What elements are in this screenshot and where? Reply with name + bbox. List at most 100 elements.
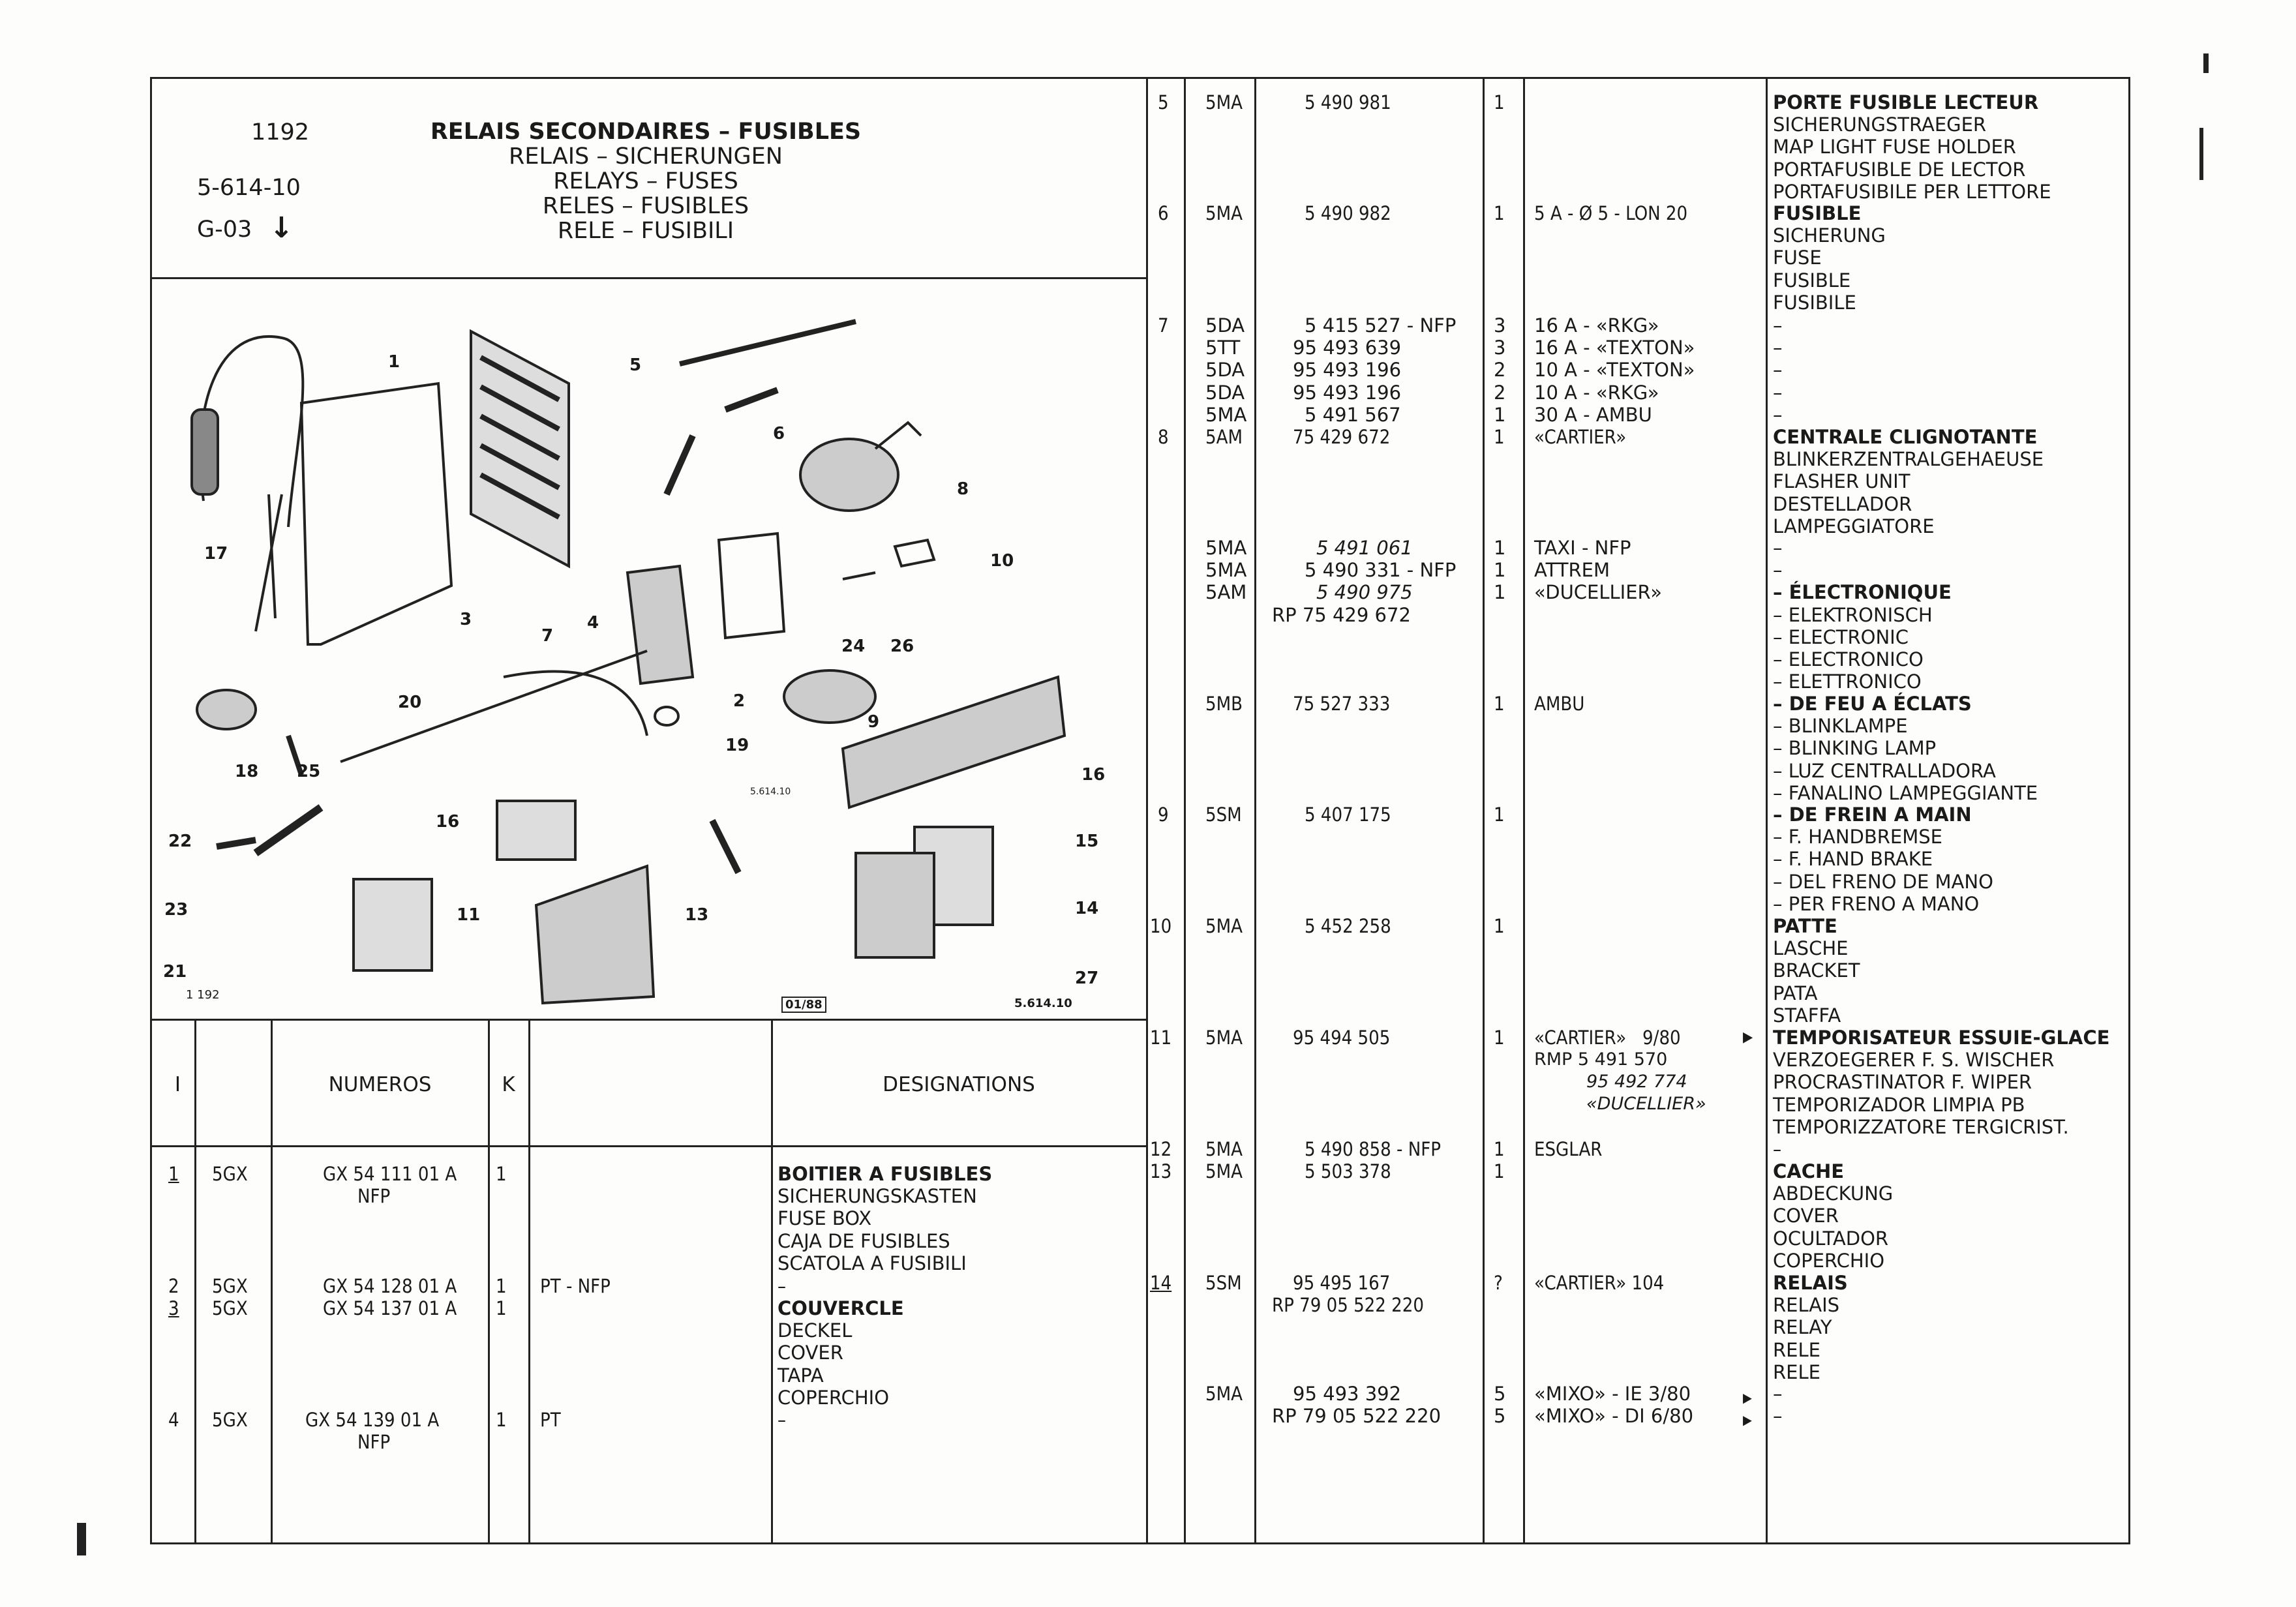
cover-4	[626, 564, 695, 685]
callout-3: 3	[460, 610, 472, 629]
rmp: 95 492 774	[1586, 1072, 1687, 1092]
designation: RELAIS	[1773, 1294, 1840, 1317]
diagram-small-ref: 5.614.10	[750, 787, 791, 797]
r13-qty: 1	[1494, 1160, 1505, 1182]
r12-item: 12	[1150, 1138, 1172, 1160]
designation: – ELECTRONIC	[1773, 625, 1909, 648]
qty: 2	[1494, 381, 1506, 404]
left-row-1-number: GX 54 111 01 A	[323, 1163, 457, 1185]
r11-number: 95 494 505	[1293, 1027, 1391, 1049]
r11-designations: TEMPORISATEUR ESSUIE-GLACE VERZOEGERER F…	[1773, 1027, 2109, 1138]
callout-27: 27	[1075, 969, 1099, 988]
relay-16	[496, 800, 577, 861]
r14-designations: RELAIS RELAIS RELAY RELE RELE	[1773, 1272, 1848, 1383]
r5-number: 5 490 981	[1305, 91, 1391, 113]
left-row-2-qty: 1	[496, 1275, 507, 1297]
designation: TAPA	[778, 1364, 824, 1387]
relec-types: 5MA 5MA 5AM	[1205, 537, 1246, 604]
left-row-4-item: 4	[168, 1409, 179, 1431]
number: 95 493 639	[1293, 337, 1402, 359]
callout-2: 2	[733, 691, 746, 711]
left-row-1-item: 1	[168, 1163, 179, 1185]
callout-8: 8	[957, 479, 969, 499]
callout-23: 23	[164, 900, 189, 920]
number: RP 75 429 672	[1272, 603, 1411, 626]
type: 5DA	[1205, 314, 1245, 337]
designation: – F. HAND BRAKE	[1773, 848, 1933, 871]
r6-qty: 1	[1494, 202, 1505, 224]
designation: COVER	[778, 1342, 843, 1364]
column-header-rule	[150, 1145, 1147, 1147]
rmixo-arrow-icon-2: ▶	[1743, 1412, 1752, 1428]
rambu-note: AMBU	[1534, 693, 1585, 715]
callout-5: 5	[629, 355, 642, 375]
designation: LASCHE	[1773, 937, 1849, 960]
diagram-rule	[150, 1019, 1147, 1021]
left-row-4-note: PT	[540, 1409, 561, 1431]
r10-qty: 1	[1494, 915, 1505, 937]
note: 10 A - «TEXTON»	[1534, 359, 1695, 382]
rambu-qty: 1	[1494, 693, 1505, 715]
callout-26: 26	[890, 637, 914, 656]
designation: ABDECKUNG	[1773, 1182, 1894, 1205]
title-es: RELES – FUSIBLES	[542, 193, 749, 219]
left-row-4-designation: –	[778, 1409, 787, 1431]
designation: FUSIBILE	[1773, 291, 1856, 314]
designation: CAJA DE FUSIBLES	[778, 1229, 950, 1252]
left-row-2-note: PT - NFP	[540, 1275, 611, 1297]
note: 16 A - «RKG»	[1534, 314, 1659, 337]
scan-mark-top-right	[2203, 53, 2209, 73]
designation: RELE	[1773, 1360, 1820, 1383]
designation: PATA	[1773, 982, 1818, 1004]
callout-14: 14	[1075, 899, 1099, 918]
designation: – ELETTRONICO	[1773, 670, 1922, 693]
note: «MIXO» - IE 3/80	[1534, 1383, 1691, 1405]
r9-type: 5SM	[1205, 804, 1242, 826]
rod-20	[340, 650, 648, 763]
designation: FUSE BOX	[778, 1207, 872, 1230]
r13-item: 13	[1150, 1160, 1172, 1182]
title-de: RELAIS – SICHERUNGEN	[509, 143, 783, 170]
type: 5MA	[1205, 559, 1247, 582]
r5-type: 5MA	[1205, 91, 1243, 113]
qty: 3	[1494, 337, 1506, 359]
right-col-divider-3	[1483, 77, 1485, 1544]
designation: –	[1773, 337, 1783, 359]
left-row-2-number: GX 54 128 01 A	[323, 1275, 457, 1297]
left-row-2-type: 5GX	[212, 1275, 248, 1297]
title-fr: RELAIS SECONDAIRES – FUSIBLES	[430, 119, 862, 145]
switch-19	[709, 819, 742, 875]
callout-17: 17	[204, 544, 228, 563]
header-titles: RELAIS SECONDAIRES – FUSIBLES RELAIS – S…	[417, 119, 874, 243]
type: 5MA	[1205, 403, 1247, 426]
diagram-stamp: 01/88	[781, 997, 826, 1013]
designation: – FANALINO LAMPEGGIANTE	[1773, 781, 2038, 804]
title-it: RELE – FUSIBILI	[557, 218, 734, 244]
left-row-2-designation: –	[778, 1275, 787, 1297]
r11-type: 5MA	[1205, 1027, 1243, 1049]
designation: LAMPEGGIATORE	[1773, 515, 1935, 537]
designation: STAFFA	[1773, 1004, 1841, 1027]
group-arrow-icon: ↓	[269, 211, 294, 245]
col-numeros-header: NUMEROS	[328, 1073, 432, 1096]
type: 5AM	[1205, 581, 1247, 604]
left-row-3-type: 5GX	[212, 1297, 248, 1319]
designation: –	[1773, 1383, 1783, 1405]
note: «MIXO» - DI 6/80	[1534, 1405, 1694, 1428]
callout-22: 22	[168, 832, 192, 851]
designation: FUSIBLE	[1773, 269, 1851, 292]
designation: –	[1773, 537, 1783, 559]
header-rule	[150, 277, 1147, 279]
r14-note: «CARTIER» 104	[1534, 1272, 1665, 1294]
r8-designations: CENTRALE CLIGNOTANTE BLINKERZENTRALGEHAE…	[1773, 426, 2044, 537]
r14-item: 14	[1150, 1272, 1172, 1294]
designation: DECKEL	[778, 1319, 853, 1342]
note: 10 A - «RKG»	[1534, 381, 1659, 404]
rmp: RMP 5 491 570	[1534, 1049, 1668, 1070]
left-row-4-type: 5GX	[212, 1409, 248, 1431]
type: 5DA	[1205, 359, 1245, 382]
diagram-corner-label: 1 192	[186, 988, 220, 1002]
rmp: «DUCELLIER»	[1586, 1094, 1706, 1115]
note: «DUCELLIER»	[1534, 581, 1662, 604]
r7-qtys: 3 3 2 2 1	[1494, 314, 1505, 426]
